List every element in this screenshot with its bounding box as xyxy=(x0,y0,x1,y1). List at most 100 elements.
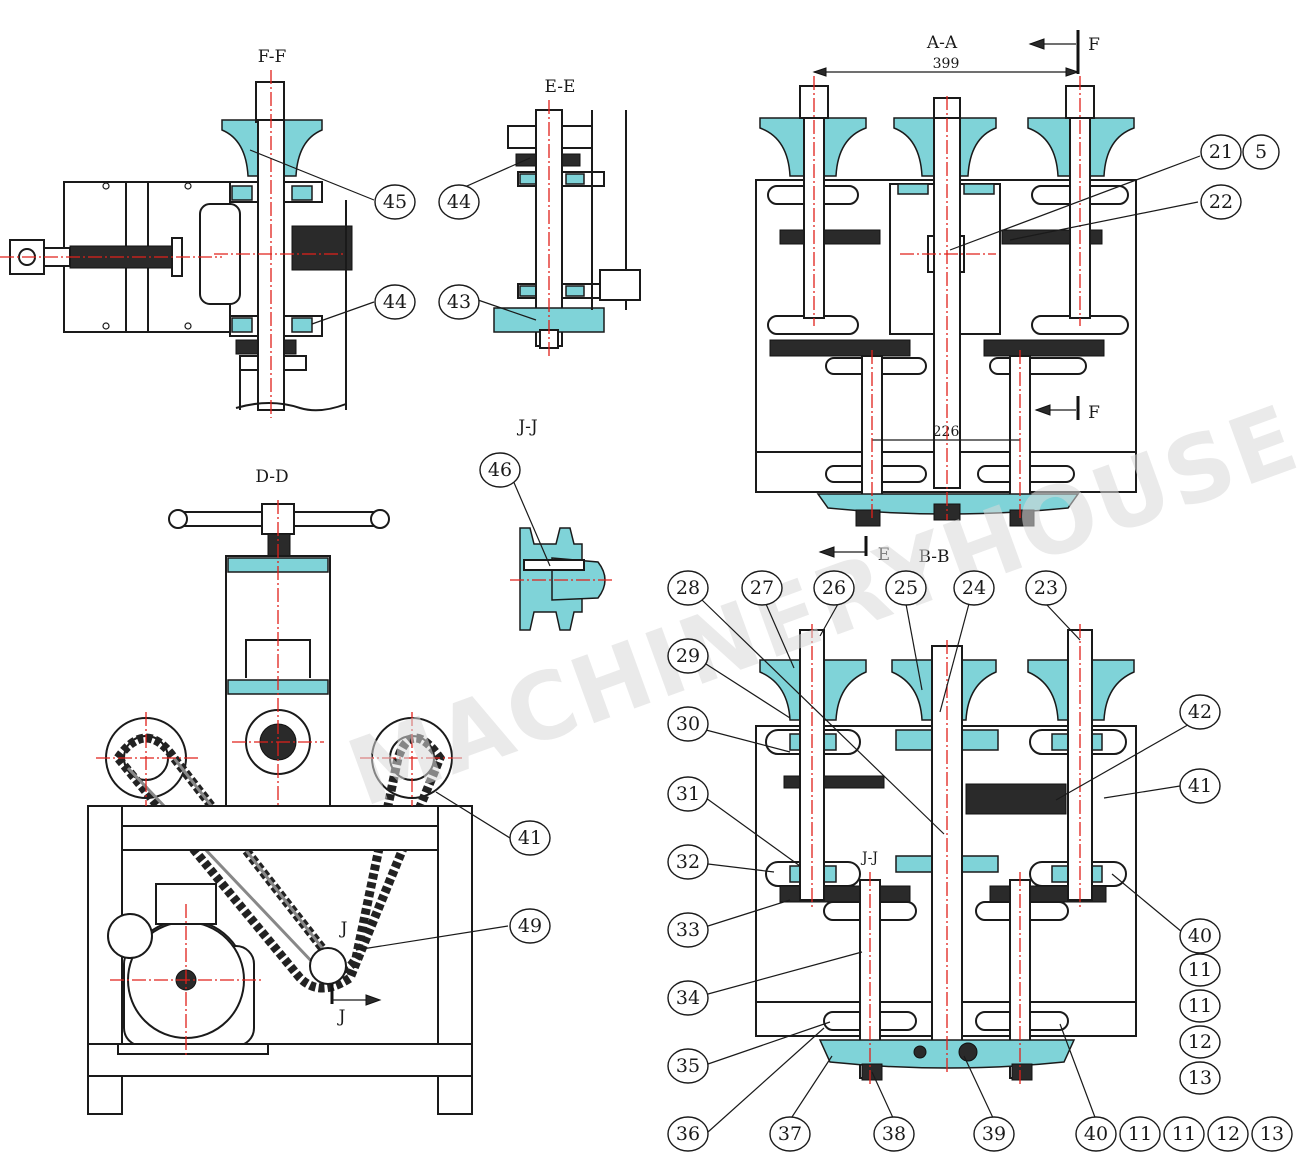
callout-24: 24 xyxy=(953,570,995,606)
svg-text:13: 13 xyxy=(1188,1067,1212,1089)
section-label-dd: D-D xyxy=(255,467,288,487)
callout-43: 43 xyxy=(438,284,480,320)
callout-44-lower: 44 xyxy=(374,284,416,320)
callout-11-bottom-a: 11 xyxy=(1119,1116,1161,1152)
view-ff: F-F xyxy=(0,47,353,418)
marker-e-bottom: E xyxy=(878,545,890,565)
svg-text:40: 40 xyxy=(1084,1123,1108,1145)
svg-text:23: 23 xyxy=(1034,577,1058,599)
callout-balloons: 45 44 44 43 21 5 22 46 41 49 28 27 26 25… xyxy=(374,134,1293,1152)
callout-42: 42 xyxy=(1179,694,1221,730)
callout-33: 33 xyxy=(667,912,709,948)
view-jj: J-J xyxy=(510,417,612,631)
view-ee: E-E xyxy=(493,77,641,356)
svg-text:11: 11 xyxy=(1188,959,1212,981)
callout-46: 46 xyxy=(479,452,521,488)
svg-text:44: 44 xyxy=(383,291,407,313)
svg-text:22: 22 xyxy=(1209,191,1233,213)
section-label-jj: J-J xyxy=(516,417,538,437)
svg-text:11: 11 xyxy=(1172,1123,1196,1145)
callout-11-second: 11 xyxy=(1179,989,1221,1023)
svg-text:5: 5 xyxy=(1255,141,1267,163)
callout-27: 27 xyxy=(741,570,783,606)
callout-22: 22 xyxy=(1200,184,1242,220)
callout-36: 36 xyxy=(667,1116,709,1152)
callout-12-bottom: 12 xyxy=(1207,1116,1249,1152)
callout-37: 37 xyxy=(769,1116,811,1152)
dimension-399: 399 xyxy=(933,56,960,72)
svg-text:46: 46 xyxy=(488,459,512,481)
section-label-bb: B-B xyxy=(918,547,949,567)
svg-text:21: 21 xyxy=(1209,141,1233,163)
callout-49: 49 xyxy=(509,908,551,944)
callout-11: 11 xyxy=(1179,953,1221,987)
svg-text:28: 28 xyxy=(676,577,700,599)
svg-text:42: 42 xyxy=(1188,701,1212,723)
svg-text:39: 39 xyxy=(982,1123,1006,1145)
callout-11-bottom-b: 11 xyxy=(1163,1116,1205,1152)
callout-13: 13 xyxy=(1179,1061,1221,1095)
marker-j-bottom: J xyxy=(337,1007,346,1027)
callout-25: 25 xyxy=(885,570,927,606)
svg-text:13: 13 xyxy=(1260,1123,1284,1145)
svg-text:26: 26 xyxy=(822,577,846,599)
leader-lines xyxy=(249,149,1201,1133)
callout-41-bb: 41 xyxy=(1179,768,1221,804)
svg-text:30: 30 xyxy=(676,713,700,735)
svg-text:24: 24 xyxy=(962,577,986,599)
svg-text:43: 43 xyxy=(447,291,471,313)
svg-text:11: 11 xyxy=(1188,995,1212,1017)
section-label-ee: E-E xyxy=(545,77,576,97)
marker-f-mid: F xyxy=(1088,403,1100,423)
view-bb: B-B xyxy=(755,547,1137,1084)
callout-41-dd: 41 xyxy=(509,820,551,856)
callout-35: 35 xyxy=(667,1048,709,1084)
callout-23: 23 xyxy=(1025,570,1067,606)
callout-40: 40 xyxy=(1179,918,1221,954)
view-aa: A-A 399 F xyxy=(755,30,1137,565)
svg-text:12: 12 xyxy=(1188,1031,1212,1053)
svg-text:35: 35 xyxy=(676,1055,700,1077)
svg-text:41: 41 xyxy=(1188,775,1212,797)
callout-39: 39 xyxy=(973,1116,1015,1152)
callout-12: 12 xyxy=(1179,1025,1221,1059)
callout-40-bottom: 40 xyxy=(1075,1116,1117,1152)
callout-26: 26 xyxy=(813,570,855,606)
svg-text:41: 41 xyxy=(518,827,542,849)
svg-text:31: 31 xyxy=(676,783,700,805)
callout-34: 34 xyxy=(667,980,709,1016)
svg-text:12: 12 xyxy=(1216,1123,1240,1145)
callout-31: 31 xyxy=(667,776,709,812)
svg-text:29: 29 xyxy=(676,645,700,667)
callout-21: 21 xyxy=(1200,134,1242,170)
view-dd: D-D xyxy=(87,467,473,1115)
svg-text:36: 36 xyxy=(676,1123,700,1145)
section-label-aa: A-A xyxy=(926,33,958,53)
marker-f-top: F xyxy=(1088,35,1100,55)
callout-45: 45 xyxy=(374,184,416,220)
svg-text:37: 37 xyxy=(778,1123,802,1145)
callout-13-bottom: 13 xyxy=(1251,1116,1293,1152)
svg-text:27: 27 xyxy=(750,577,774,599)
callout-32: 32 xyxy=(667,844,709,880)
marker-j-top: J xyxy=(339,919,348,939)
svg-text:49: 49 xyxy=(518,915,542,937)
svg-text:45: 45 xyxy=(383,191,407,213)
section-label-ff: F-F xyxy=(258,47,287,67)
svg-text:34: 34 xyxy=(676,987,700,1009)
callout-5: 5 xyxy=(1242,134,1280,170)
marker-jj-small: J-J xyxy=(860,850,878,866)
svg-text:40: 40 xyxy=(1188,925,1212,947)
callout-28: 28 xyxy=(667,570,709,606)
svg-text:11: 11 xyxy=(1128,1123,1152,1145)
svg-text:25: 25 xyxy=(894,577,918,599)
svg-text:32: 32 xyxy=(676,851,700,873)
svg-text:33: 33 xyxy=(676,919,700,941)
callout-29: 29 xyxy=(667,638,709,674)
callout-38: 38 xyxy=(873,1116,915,1152)
dimension-226: 226 xyxy=(933,424,960,440)
callout-44: 44 xyxy=(438,184,480,220)
svg-text:44: 44 xyxy=(447,191,471,213)
svg-text:38: 38 xyxy=(882,1123,906,1145)
